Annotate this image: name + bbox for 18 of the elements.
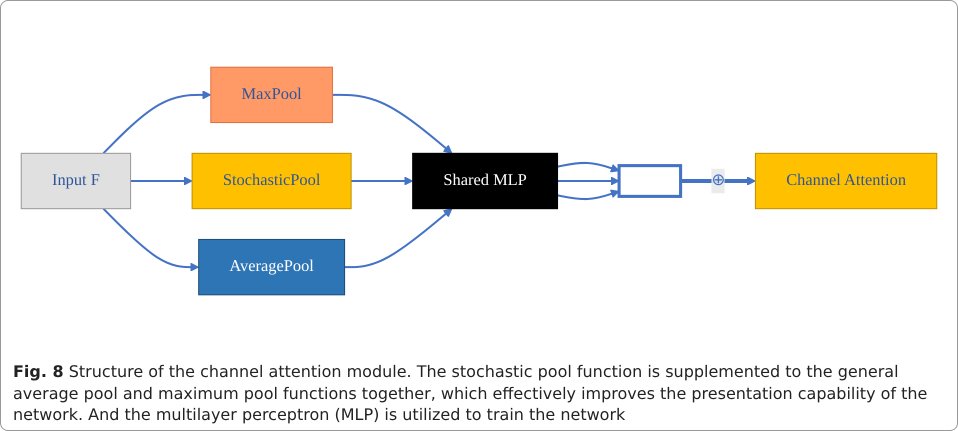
node-box: AveragePool (198, 239, 346, 296)
arrow (557, 162, 620, 173)
arrow (332, 94, 452, 154)
arrow (344, 208, 452, 268)
figure-caption: Fig. 8 Structure of the channel attention module. The stochastic pool function is supplemented to the general average pool and maximum pool functions together, which effectively improves the presentation capability of the network. And the multilayer perceptron (MLP) is utilized to train the network (13, 361, 928, 426)
arrow (351, 176, 414, 186)
node-box: Input F (20, 152, 132, 210)
node-box: Channel Attention (754, 152, 938, 210)
arrow (558, 176, 620, 186)
edge-label: ⊕ (711, 172, 725, 190)
node-box: MaxPool (210, 66, 333, 124)
node-box: Shared MLP (412, 152, 558, 210)
arrow (102, 208, 200, 272)
arrow (102, 90, 212, 154)
node-bracket (618, 164, 682, 198)
arrow (557, 190, 620, 200)
node-box: StochasticPool (192, 152, 352, 210)
arrow (130, 176, 193, 186)
